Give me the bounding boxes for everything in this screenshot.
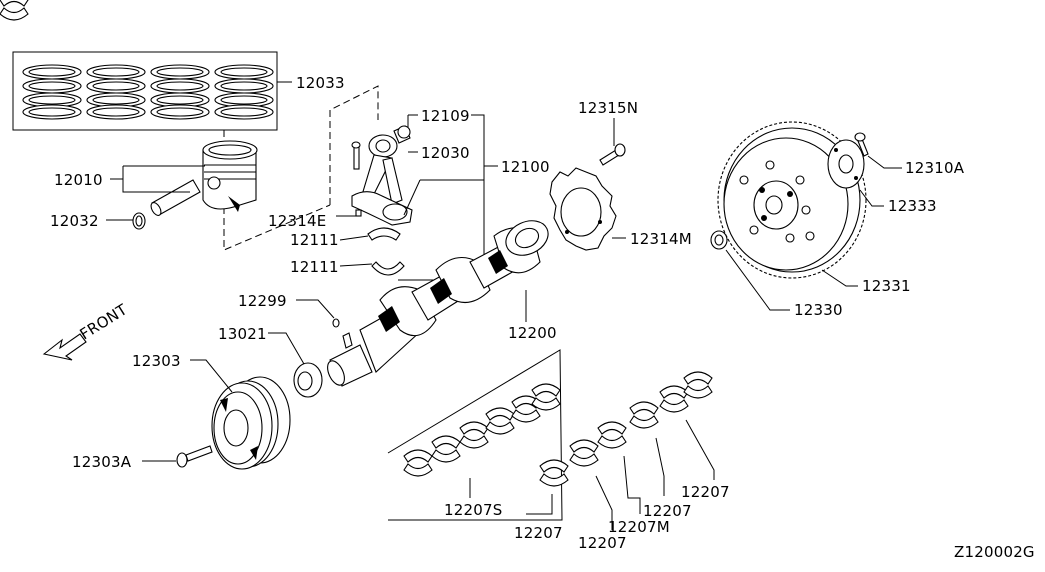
crankshaft-pulley[interactable] — [211, 376, 291, 470]
connecting-rod[interactable] — [351, 134, 413, 226]
flywheel-reinforcement-plate[interactable] — [827, 139, 865, 189]
crank-sensor-plate[interactable] — [549, 167, 617, 251]
main-bearing-6[interactable] — [683, 371, 713, 399]
piston-ring-set[interactable] — [12, 51, 278, 131]
label-12330: 12330 — [794, 301, 843, 319]
rod-bearing-upper[interactable] — [367, 227, 401, 241]
main-bearing-set[interactable] — [0, 0, 563, 521]
piston-pin[interactable] — [149, 179, 201, 217]
label-12100: 12100 — [501, 158, 550, 176]
label-12314M: 12314M — [630, 230, 692, 248]
dashed-guide-rod — [329, 85, 379, 205]
label-12207-d: 12207 — [681, 483, 730, 501]
front-label: FRONT — [77, 300, 131, 343]
label-12111-lower: 12111 — [290, 258, 339, 276]
label-12207S: 12207S — [444, 501, 502, 519]
label-12303: 12303 — [132, 352, 181, 370]
front-direction-arrow — [42, 333, 87, 361]
crankshaft-key[interactable] — [342, 332, 353, 349]
label-12207M: 12207M — [608, 518, 670, 536]
main-bearing-2[interactable] — [569, 439, 599, 467]
label-12299: 12299 — [238, 292, 287, 310]
crankshaft-dowel-pin[interactable] — [332, 318, 340, 328]
crankshaft-pulley-bolt[interactable] — [176, 445, 213, 468]
connecting-rod-bushing[interactable] — [393, 125, 411, 144]
crankshaft[interactable] — [324, 214, 554, 388]
diagram-id: Z120002G — [954, 543, 1035, 561]
label-12109: 12109 — [421, 107, 470, 125]
flywheel-ring-gear[interactable] — [717, 121, 867, 279]
label-12033: 12033 — [296, 74, 345, 92]
label-13021: 13021 — [218, 325, 267, 343]
label-12314E: 12314E — [268, 212, 326, 230]
label-12331: 12331 — [862, 277, 911, 295]
piston[interactable] — [202, 140, 258, 212]
label-12207-a: 12207 — [514, 524, 563, 542]
main-bearing-5[interactable] — [659, 385, 689, 413]
flywheel-bolt[interactable] — [854, 132, 869, 157]
sensor-plate-bolt[interactable] — [599, 143, 626, 166]
label-12200: 12200 — [508, 324, 557, 342]
label-12207-b: 12207 — [578, 534, 627, 552]
rod-nut[interactable] — [355, 209, 362, 217]
label-12303A: 12303A — [72, 453, 132, 471]
label-12315N: 12315N — [578, 99, 638, 117]
label-12207-c: 12207 — [643, 502, 692, 520]
label-12010: 12010 — [54, 171, 103, 189]
label-12111-upper: 12111 — [290, 231, 339, 249]
rod-bearing-lower[interactable] — [371, 261, 405, 276]
main-bearing-3[interactable] — [597, 421, 627, 449]
label-12032: 12032 — [50, 212, 99, 230]
main-bearing-1[interactable] — [539, 459, 569, 487]
label-12030: 12030 — [421, 144, 470, 162]
main-bearing-4[interactable] — [629, 401, 659, 429]
label-12333: 12333 — [888, 197, 937, 215]
label-12310A: 12310A — [905, 159, 965, 177]
